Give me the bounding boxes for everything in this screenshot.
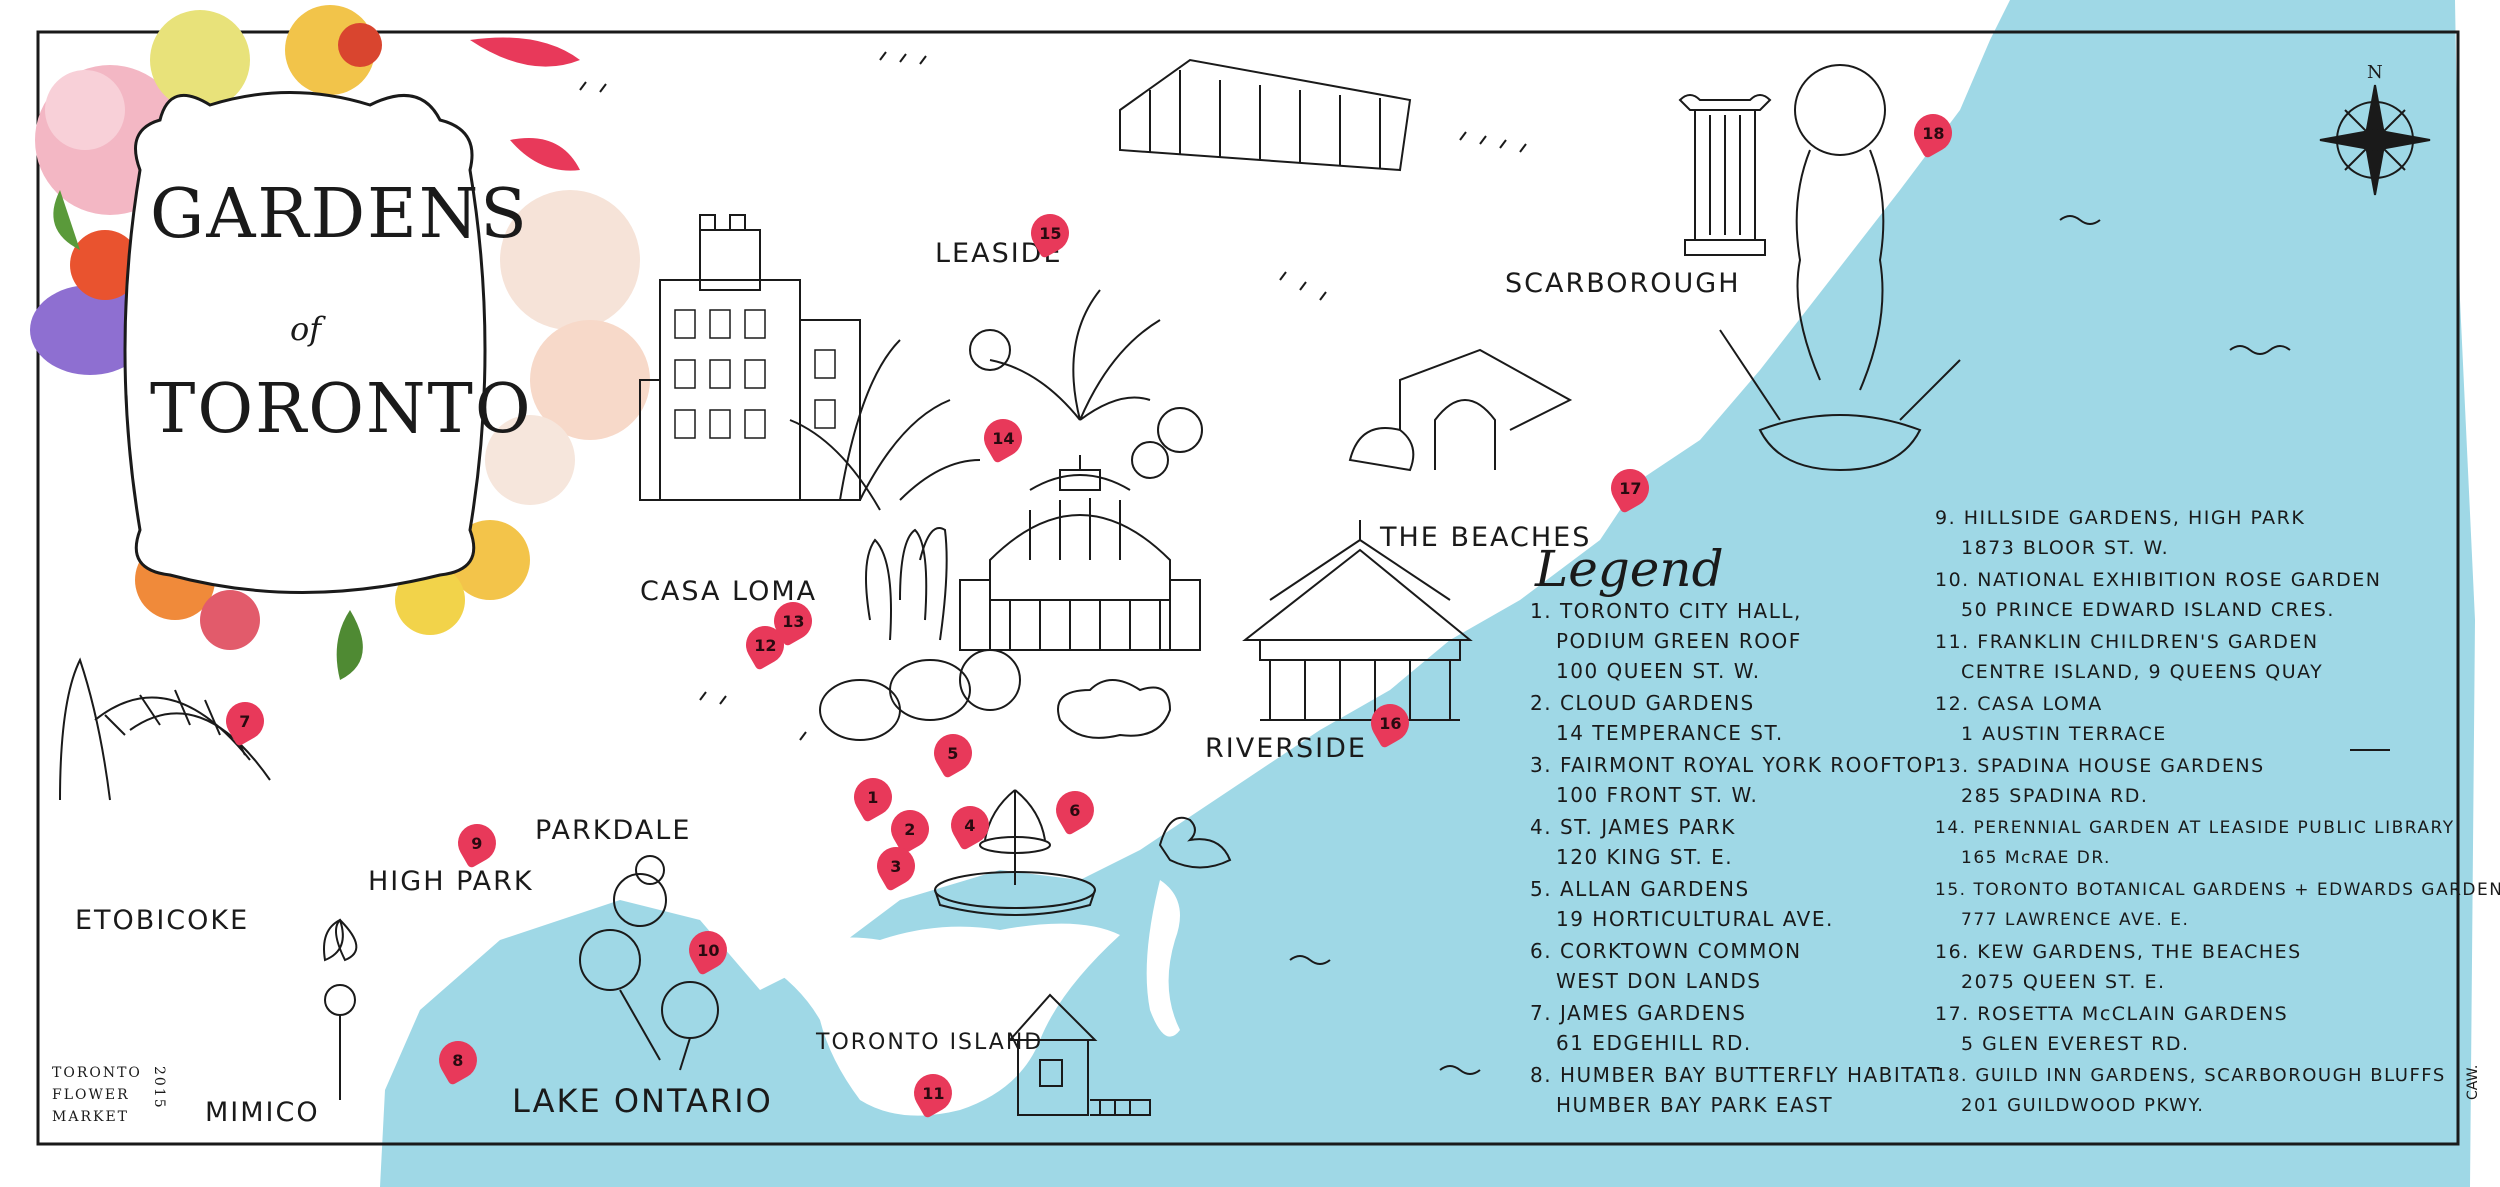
botanical-greenhouse-illustration [1119, 58, 1412, 172]
legend-item-14: 14. PERENNIAL GARDEN AT LEASIDE PUBLIC L… [1935, 818, 2455, 868]
cloud-doodle [1057, 679, 1172, 739]
flower-bouquet-illustration [30, 5, 650, 680]
lake-ontario-water [380, 0, 2475, 1187]
title-card-frame [123, 91, 487, 594]
legend-item-3: 3. FAIRMONT ROYAL YORK ROOFTOP 100 FRONT… [1530, 753, 1938, 807]
column-illustration [1678, 94, 1772, 256]
area-label-scarborough: SCARBOROUGH [1505, 268, 1741, 299]
grass-doodles [579, 51, 2390, 1075]
childrens-garden-house-illustration [1007, 993, 1151, 1116]
title-toronto: TORONTO [150, 370, 533, 449]
title-of: of [290, 310, 322, 348]
toronto-island-shape [760, 923, 1120, 1116]
leaside-plants-illustration [969, 289, 1203, 479]
legend-item-5: 5. ALLAN GARDENS 19 HORTICULTURAL AVE. [1530, 877, 1834, 931]
stone-archway-illustration [1348, 348, 1573, 472]
map-frame [36, 30, 2460, 1146]
legend-item-9: 9. HILLSIDE GARDENS, HIGH PARK 1873 BLOO… [1935, 507, 2306, 559]
legend-item-16: 16. KEW GARDENS, THE BEACHES 2075 QUEEN … [1935, 941, 2302, 993]
area-label-toronto-island: TORONTO ISLAND [816, 1030, 1044, 1055]
title-card: GARDENS of TORONTO [120, 85, 531, 605]
legend-title: Legend [1535, 540, 1724, 598]
legend-item-17: 17. ROSETTA McCLAIN GARDENS 5 GLEN EVERE… [1935, 1003, 2289, 1055]
legend-item-6: 6. CORKTOWN COMMON WEST DON LANDS [1530, 939, 1802, 993]
duck-illustration [1158, 816, 1232, 869]
legend-item-12: 12. CASA LOMA 1 AUSTIN TERRACE [1935, 693, 2167, 745]
area-label-the-beaches: THE BEACHES [1380, 522, 1592, 553]
bridge-illustration [59, 657, 271, 801]
credit-year: 2015 [151, 1066, 167, 1110]
legend-column-left: 1. TORONTO CITY HALL, PODIUM GREEN ROOF … [1530, 596, 1941, 1122]
compass-north-label: N [2367, 62, 2383, 83]
cactus-illustration [819, 527, 1021, 741]
legend-item-13: 13. SPADINA HOUSE GARDENS 285 SPADINA RD… [1935, 755, 2265, 807]
artist-signature: CAW. [2465, 1064, 2481, 1100]
area-label-etobicoke: ETOBICOKE [75, 905, 250, 936]
area-label-mimico: MIMICO [205, 1097, 320, 1128]
legend-item-2: 2. CLOUD GARDENS 14 TEMPERANCE ST. [1530, 691, 1784, 745]
area-label-lake-ontario: LAKE ONTARIO [512, 1082, 773, 1120]
legend-item-7: 7. JAMES GARDENS 61 EDGEHILL RD. [1530, 1001, 1752, 1055]
butterfly-illustration [323, 918, 358, 1100]
legend-item-10: 10. NATIONAL EXHIBITION ROSE GARDEN 50 P… [1935, 569, 2382, 621]
statue-illustration [1719, 64, 1961, 472]
casa-loma-illustration [639, 214, 981, 511]
gazebo-illustration [1242, 520, 1473, 721]
title-gardens: GARDENS [150, 175, 529, 254]
area-label-riverside: RIVERSIDE [1205, 733, 1367, 764]
legend-item-18: 18. GUILD INN GARDENS, SCARBOROUGH BLUFF… [1935, 1065, 2446, 1116]
area-label-high-park: HIGH PARK [368, 866, 534, 897]
legend-item-11: 11. FRANKLIN CHILDREN'S GARDEN CENTRE IS… [1935, 631, 2324, 683]
legend-item-4: 4. ST. JAMES PARK 120 KING ST. E. [1530, 815, 1736, 869]
rose-illustration [579, 855, 719, 1071]
leslie-spit-shape [1146, 880, 1180, 1037]
legend-item-8: 8. HUMBER BAY BUTTERFLY HABITAT HUMBER B… [1530, 1063, 1941, 1117]
legend-item-15: 15. TORONTO BOTANICAL GARDENS + EDWARDS … [1935, 880, 2500, 930]
allan-gardens-conservatory-illustration [959, 455, 1201, 651]
legend-item-1: 1. TORONTO CITY HALL, PODIUM GREEN ROOF … [1530, 599, 1802, 683]
toronto-flower-market-credit: TORONTO FLOWER MARKET [52, 1065, 142, 1125]
legend-column-right: 9. HILLSIDE GARDENS, HIGH PARK 1873 BLOO… [1935, 503, 2500, 1123]
compass-rose-icon [2319, 84, 2431, 196]
area-label-parkdale: PARKDALE [535, 815, 692, 846]
